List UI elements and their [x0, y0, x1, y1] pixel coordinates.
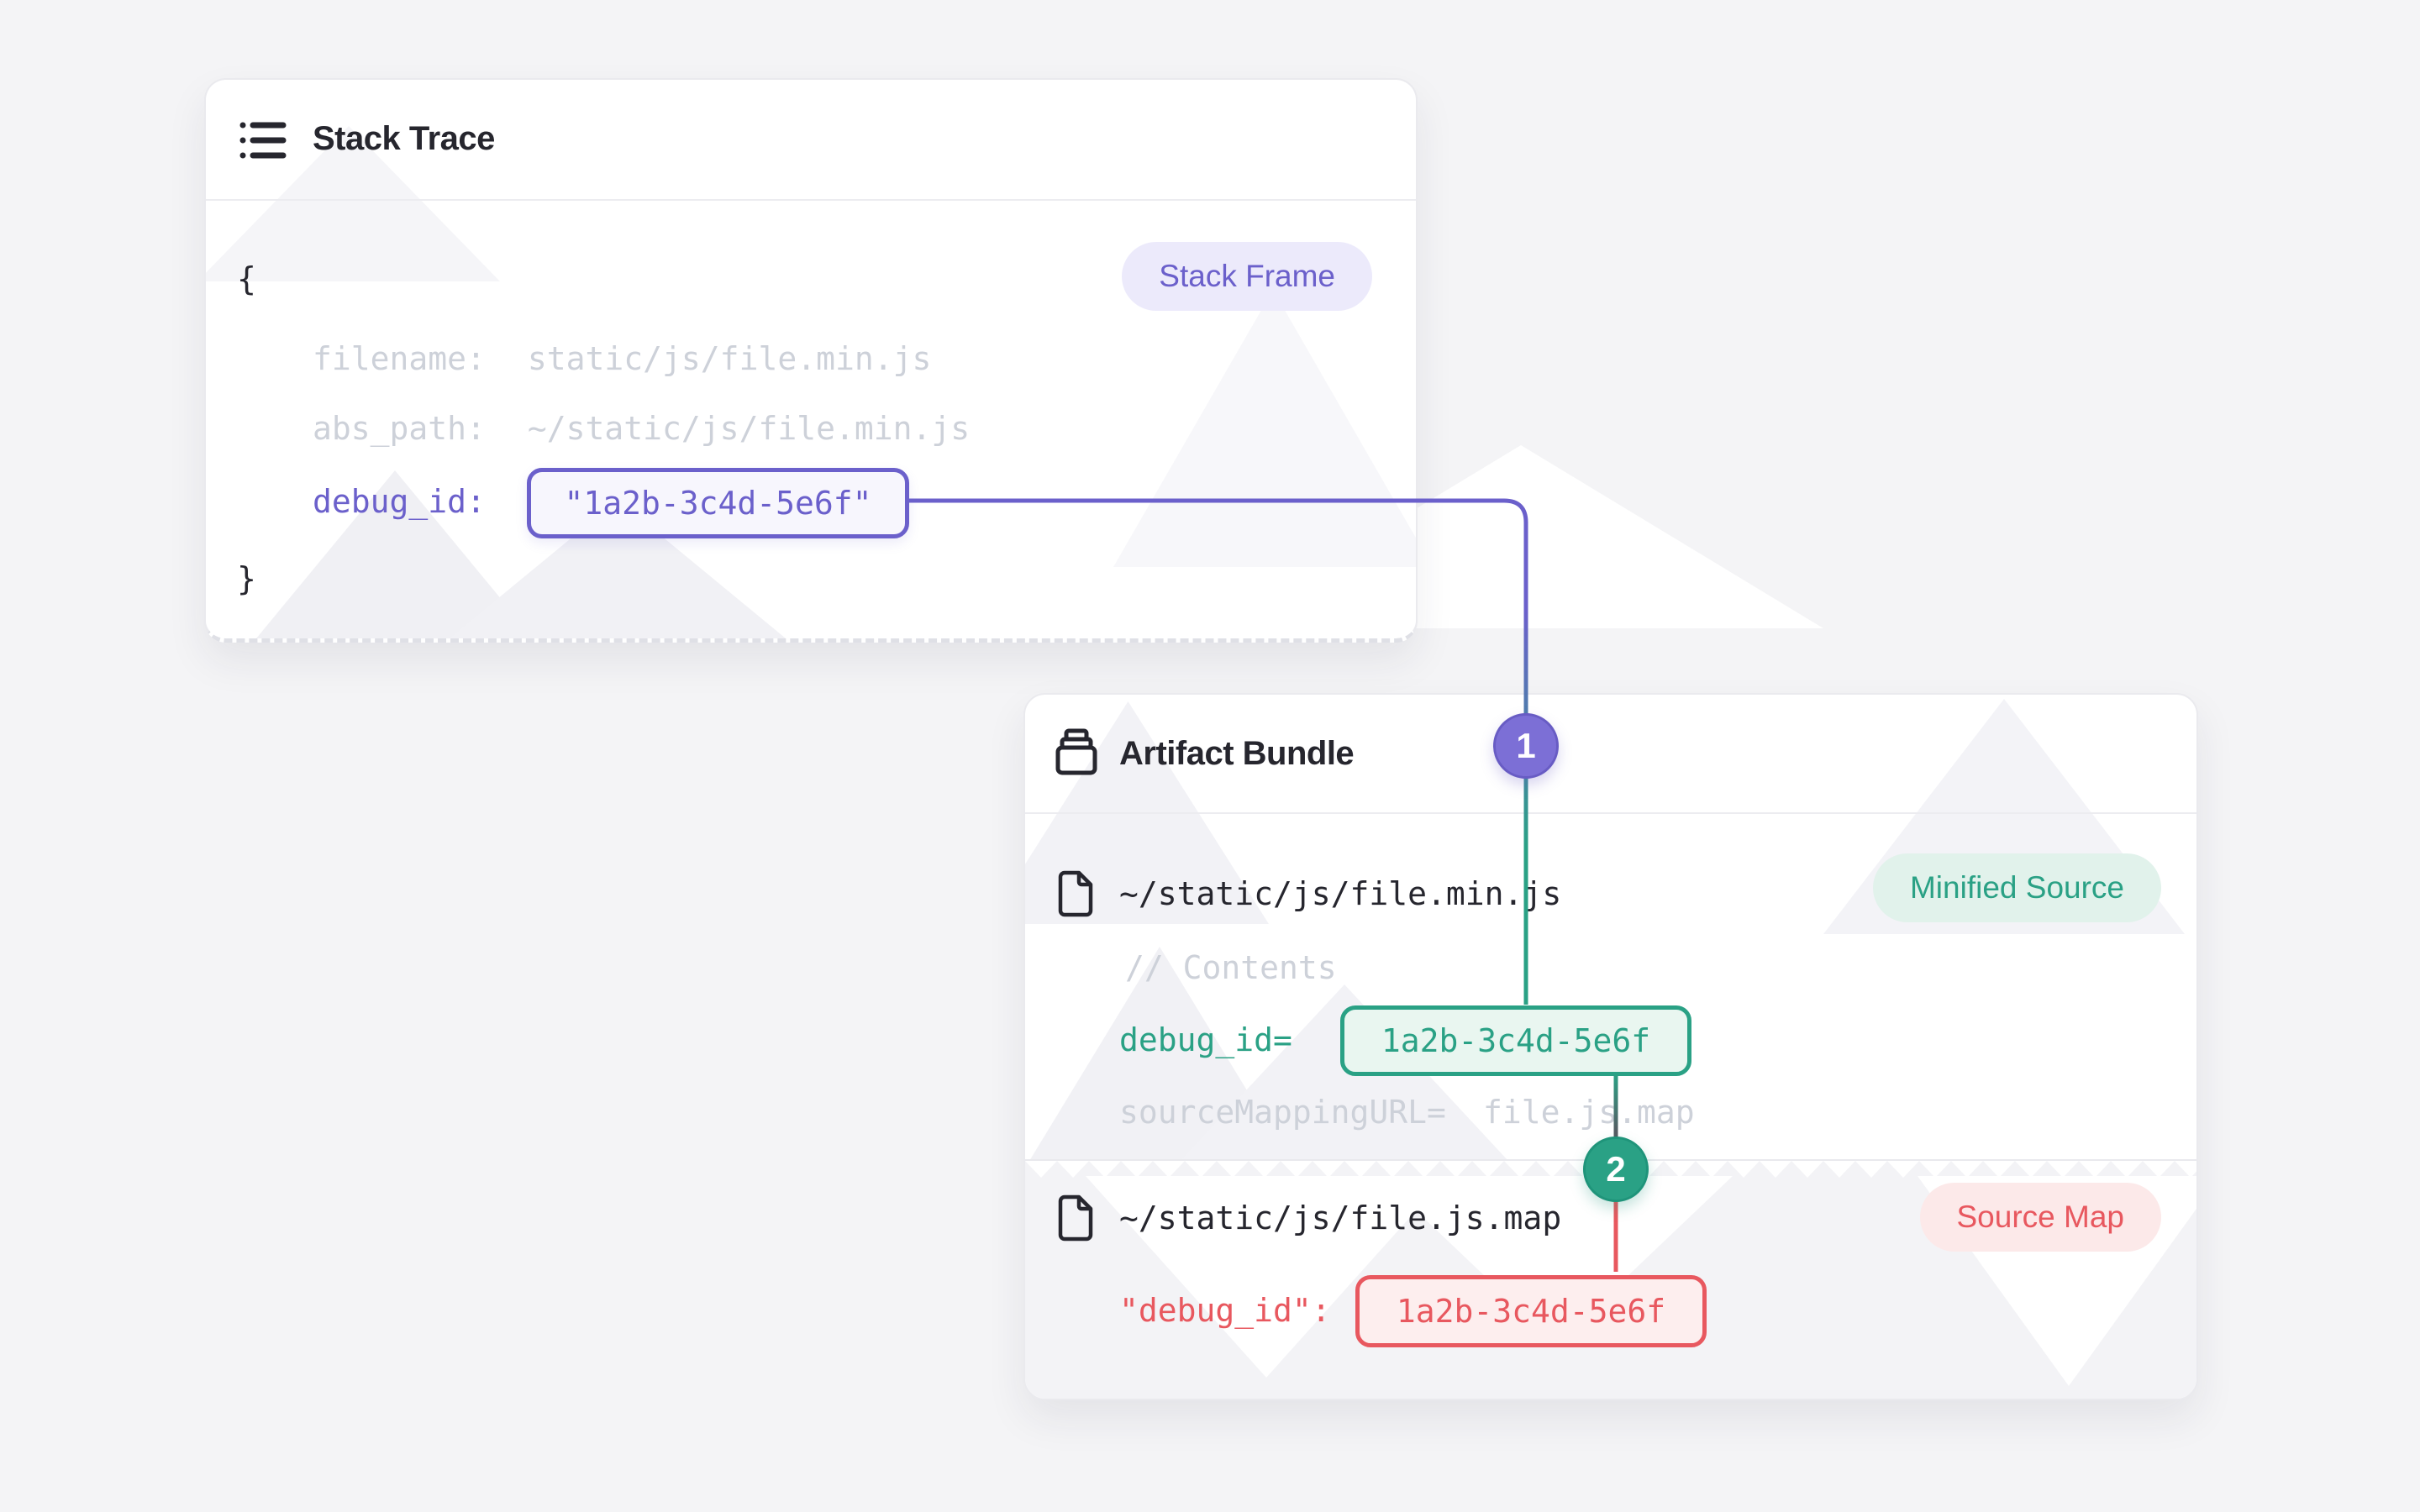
sourcemapping-url-line: sourceMappingURL= file.js.map: [1119, 1087, 1695, 1137]
stack-trace-header: Stack Trace: [206, 80, 1416, 201]
sourcemap-debug-id-key: "debug_id":: [1119, 1292, 1331, 1329]
minified-debug-id-value-box: 1a2b-3c4d-5e6f: [1340, 1005, 1691, 1076]
contents-comment: // Contents: [1125, 949, 1337, 986]
file-icon: [1057, 870, 1096, 921]
artifact-bundle-title: Artifact Bundle: [1119, 735, 1355, 772]
code-close-brace: }: [237, 560, 256, 597]
minified-file-path: ~/static/js/file.min.js: [1119, 875, 1562, 912]
step-1-circle: 1: [1493, 713, 1559, 779]
debug-id-key: debug_id:: [313, 483, 486, 520]
code-open-brace: {: [237, 260, 256, 297]
header-divider: [1025, 812, 2196, 814]
abs-path-value: ~/static/js/file.min.js: [527, 410, 971, 447]
source-map-badge: Source Map: [1919, 1183, 2161, 1252]
debug-id-value-box: "1a2b-3c4d-5e6f": [527, 468, 909, 538]
sourcemap-file-path: ~/static/js/file.js.map: [1119, 1200, 1562, 1236]
code-line-abs-path: abs_path: ~/static/js/file.min.js: [313, 403, 970, 454]
filename-key: filename:: [313, 340, 486, 377]
stack-trace-title: Stack Trace: [313, 120, 495, 157]
code-line-filename: filename: static/js/file.min.js: [313, 333, 931, 384]
artifact-bundle-card: Artifact Bundle ~/static/js/file.min.js …: [1023, 693, 2198, 1400]
abs-path-key: abs_path:: [313, 410, 486, 447]
sourcemap-debug-id-value-box: 1a2b-3c4d-5e6f: [1355, 1275, 1707, 1347]
archive-stack-icon: [1054, 728, 1099, 781]
list-icon: [239, 120, 287, 165]
artifact-bundle-header: Artifact Bundle: [1025, 695, 2196, 814]
sourcemapping-url-key: sourceMappingURL=: [1119, 1094, 1446, 1131]
card-mountain: [1113, 290, 1416, 567]
header-divider: [206, 199, 1416, 201]
file-icon: [1057, 1194, 1096, 1246]
sourcemapping-url-value: file.js.map: [1482, 1094, 1695, 1131]
filename-value: static/js/file.min.js: [527, 340, 932, 377]
stack-frame-badge: Stack Frame: [1122, 242, 1372, 311]
minified-source-badge: Minified Source: [1872, 853, 2161, 922]
minified-debug-id-key: debug_id=: [1119, 1021, 1292, 1058]
step-2-circle: 2: [1583, 1137, 1649, 1202]
stack-trace-card: Stack Trace Stack Frame { filename: stati…: [204, 78, 1418, 643]
